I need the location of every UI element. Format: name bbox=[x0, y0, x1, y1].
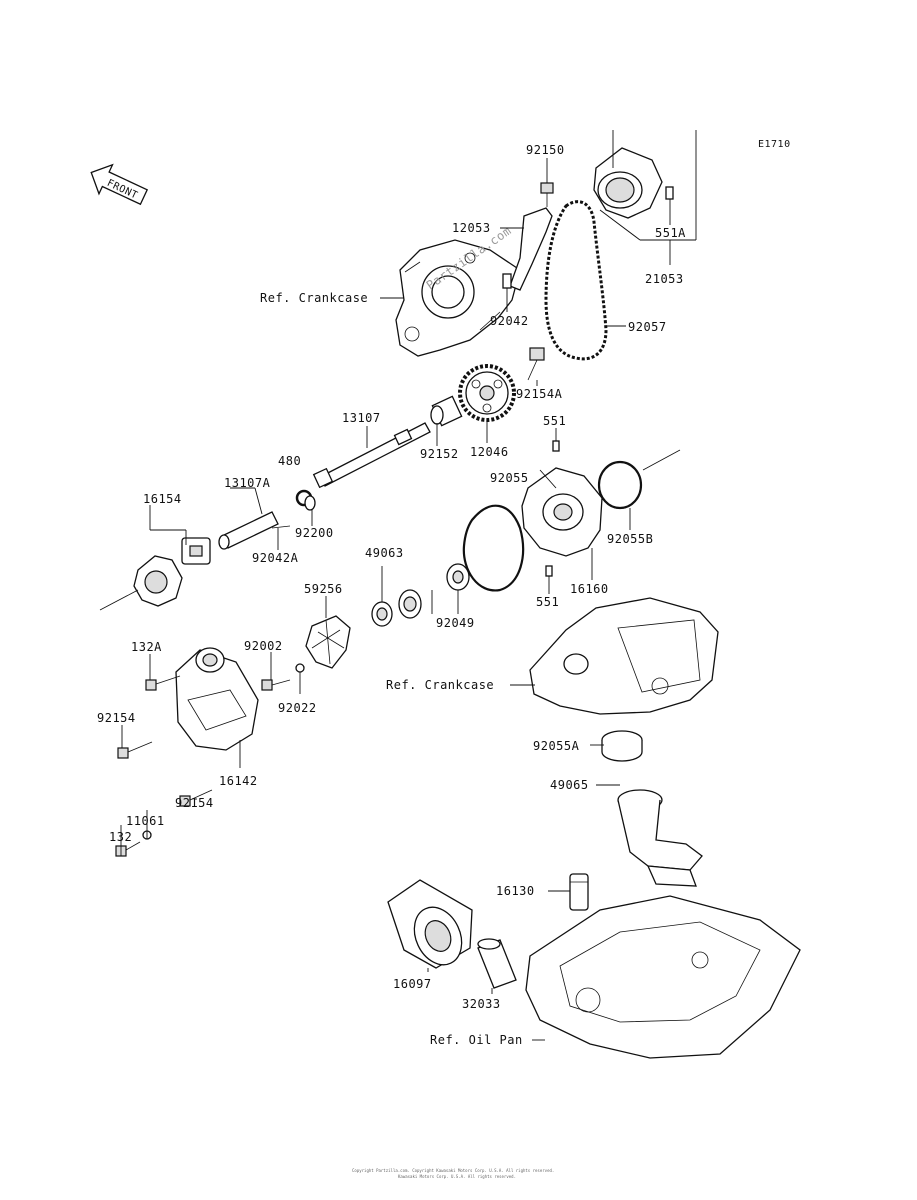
label-59256: 59256 bbox=[304, 582, 343, 596]
part-labels: 92150 12053 551A 21053 Ref. Crankcase 92… bbox=[97, 143, 686, 1047]
label-16130: 16130 bbox=[496, 884, 535, 898]
front-arrow-icon: FRONT bbox=[90, 163, 149, 206]
label-12046: 12046 bbox=[470, 445, 509, 459]
bolt-132 bbox=[115, 841, 141, 857]
pump-cover-16160 bbox=[521, 467, 603, 557]
label-21053: 21053 bbox=[645, 272, 684, 286]
label-16142: 16142 bbox=[219, 774, 258, 788]
label-16097: 16097 bbox=[393, 977, 432, 991]
label-92154A: 92154A bbox=[516, 387, 563, 401]
bolt-92154-left bbox=[117, 741, 153, 759]
label-32033: 32033 bbox=[462, 997, 501, 1011]
label-92042A: 92042A bbox=[252, 551, 299, 565]
bolt-92154-right bbox=[179, 789, 213, 807]
oil-pan-ref bbox=[525, 895, 801, 1059]
label-92002: 92002 bbox=[244, 639, 283, 653]
label-92055B: 92055B bbox=[607, 532, 653, 546]
pump-body-left bbox=[99, 555, 183, 611]
pipe-32033 bbox=[477, 938, 517, 989]
sprocket-12046 bbox=[458, 364, 516, 422]
oring-92055 bbox=[462, 504, 525, 592]
bolt-92154A bbox=[527, 347, 545, 381]
label-49065: 49065 bbox=[550, 778, 589, 792]
footer-line-1: Copyright Partzilla.com. Copyright Kawas… bbox=[352, 1168, 554, 1173]
shaft-13107 bbox=[312, 422, 431, 489]
pin-551-upper bbox=[552, 440, 560, 452]
label-132: 132 bbox=[109, 830, 132, 844]
label-92055: 92055 bbox=[490, 471, 529, 485]
label-49063: 49063 bbox=[365, 546, 404, 560]
pipe-16130 bbox=[569, 873, 589, 911]
label-551A: 551A bbox=[655, 226, 686, 240]
footer-line-2: Kawasaki Motors Corp. U.S.A. All rights … bbox=[398, 1174, 516, 1179]
label-92055A: 92055A bbox=[533, 739, 580, 753]
oring-92055B bbox=[597, 460, 643, 510]
label-92154-left: 92154 bbox=[97, 711, 136, 725]
washer-92022 bbox=[295, 663, 305, 673]
bolt-132A bbox=[145, 675, 181, 691]
diagram-code: E1710 bbox=[758, 139, 791, 150]
washer-92200 bbox=[304, 495, 316, 511]
label-92057: 92057 bbox=[628, 320, 667, 334]
label-13107A: 13107A bbox=[224, 476, 271, 490]
label-132A: 132A bbox=[131, 640, 162, 654]
label-ref-oil-pan: Ref. Oil Pan bbox=[430, 1033, 523, 1047]
label-12053: 12053 bbox=[452, 221, 491, 235]
label-16154: 16154 bbox=[143, 492, 182, 506]
bolt-92150 bbox=[540, 182, 554, 207]
seal-92049 bbox=[446, 563, 470, 591]
label-480: 480 bbox=[278, 454, 301, 468]
crankcase-upper-ref bbox=[395, 239, 521, 357]
leader-lines bbox=[120, 130, 697, 1041]
label-92022: 92022 bbox=[278, 701, 317, 715]
label-92200: 92200 bbox=[295, 526, 334, 540]
chain-guide-12053 bbox=[509, 207, 553, 291]
pin-92042 bbox=[502, 273, 512, 289]
label-13107: 13107 bbox=[342, 411, 381, 425]
pin-92042A bbox=[271, 525, 291, 529]
label-11061: 11061 bbox=[126, 814, 165, 828]
impeller-16154 bbox=[181, 537, 211, 565]
strainer-49065 bbox=[617, 789, 703, 887]
crankcase-lower-ref bbox=[529, 597, 719, 715]
cap-92055A bbox=[601, 730, 643, 762]
label-92152: 92152 bbox=[420, 447, 459, 461]
pin-551A bbox=[665, 186, 674, 200]
impeller-59256 bbox=[305, 615, 351, 669]
label-92154-right: 92154 bbox=[175, 796, 214, 810]
pump-cover-16142 bbox=[175, 647, 259, 751]
label-551-lower: 551 bbox=[536, 595, 559, 609]
label-92042: 92042 bbox=[490, 314, 529, 328]
label-ref-crankcase-upper: Ref. Crankcase bbox=[260, 291, 368, 305]
bolt-92002 bbox=[261, 679, 291, 691]
pin-551-lower bbox=[545, 565, 553, 577]
label-ref-crankcase-lower: Ref. Crankcase bbox=[386, 678, 494, 692]
shaft-13107A bbox=[218, 511, 279, 550]
collar-92152 bbox=[430, 395, 463, 427]
oil-filter-16097 bbox=[387, 879, 473, 969]
label-92150: 92150 bbox=[526, 143, 565, 157]
chain-92057 bbox=[544, 200, 608, 361]
label-16160: 16160 bbox=[570, 582, 609, 596]
seal-49063 bbox=[371, 589, 422, 627]
sprocket-housing-21053 bbox=[593, 147, 663, 219]
label-551-upper: 551 bbox=[543, 414, 566, 428]
label-92049: 92049 bbox=[436, 616, 475, 630]
